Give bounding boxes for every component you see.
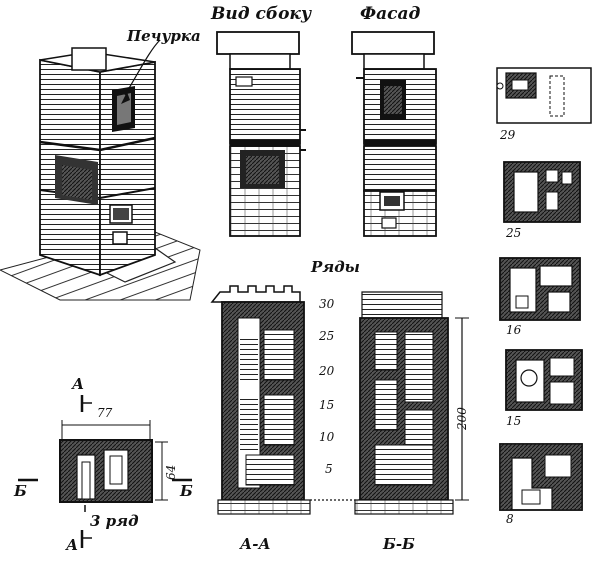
- row-plan-16-label: 16: [506, 323, 522, 337]
- row-scale-15: 15: [319, 398, 335, 412]
- row-plan-25: [503, 161, 581, 223]
- section-marker-b-right: Б: [180, 482, 193, 500]
- chimney-collar: [71, 47, 107, 71]
- row-plan-15-label: 15: [506, 414, 522, 428]
- section-bb-label: Б-Б: [383, 535, 415, 553]
- rows-scale-title: Ряды: [311, 258, 360, 276]
- section-a-a: [210, 285, 311, 515]
- row-plan-8-label: 8: [506, 512, 514, 526]
- row-plan-16: [499, 257, 581, 321]
- row-scale-10: 10: [319, 430, 335, 444]
- row-plan-15: [505, 349, 583, 411]
- plan-row-3: [18, 395, 192, 548]
- row-scale-30: 30: [319, 297, 335, 311]
- row-plan-8: [499, 443, 583, 511]
- row-scale-20: 20: [319, 364, 335, 378]
- row-plan-25-label: 25: [506, 226, 522, 240]
- facade-ash-door: [381, 217, 397, 229]
- section-aa-label: А-А: [240, 535, 271, 553]
- row-scale-5: 5: [325, 462, 333, 476]
- side-view: [216, 31, 306, 237]
- row-3-label: 3 ряд: [90, 512, 139, 530]
- row-plan-29-label: 29: [500, 128, 516, 142]
- facade-view: [351, 31, 437, 237]
- section-marker-b-left: Б: [14, 482, 27, 500]
- side-view-title: Вид сбоку: [211, 4, 312, 24]
- ash-door: [112, 231, 128, 245]
- pechurka-label: Печурка: [127, 27, 201, 45]
- section-marker-a-top: А: [72, 375, 85, 393]
- section-b-b: [354, 291, 469, 515]
- row-plan-29: [496, 67, 592, 124]
- section-marker-a-bottom: А: [66, 536, 79, 554]
- height-dimension: 200: [455, 407, 469, 430]
- depth-dimension: 64: [164, 464, 178, 480]
- width-dimension: 77: [97, 406, 113, 420]
- perspective-view: [0, 39, 201, 301]
- row-scale-25: 25: [319, 329, 335, 343]
- facade-title: Фасад: [360, 4, 421, 24]
